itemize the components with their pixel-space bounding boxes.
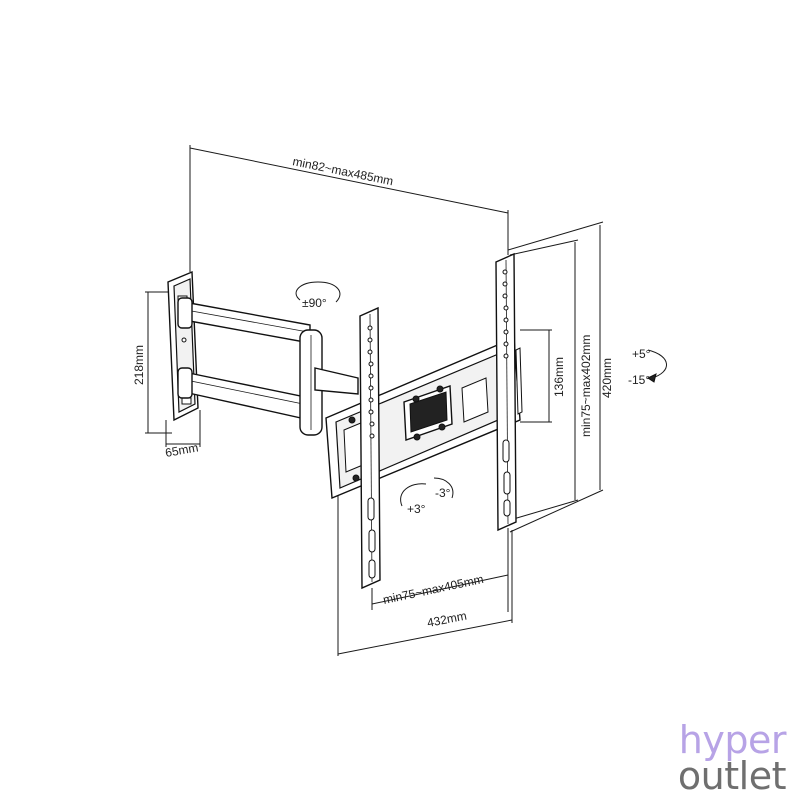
overall-height-label: 420mm [600, 358, 614, 398]
vertical-rails [359, 252, 517, 590]
tilt-down-label: -15° [628, 373, 650, 387]
right-rail-holes [502, 269, 511, 517]
left-rail-holes [367, 325, 376, 579]
rotation-indicators [295, 281, 667, 507]
swivel-label: ±90° [302, 296, 327, 310]
swivel-arms [177, 297, 359, 436]
overall-width-label: 432mm [426, 609, 468, 630]
brand-logo: hyper outlet [636, 718, 787, 798]
wall-plate-width-label: 65mm [164, 440, 199, 460]
tilt-up-label: +5° [632, 347, 651, 361]
vesa-vertical-label: min75~max402mm [579, 335, 593, 437]
brand-line-2: outlet [677, 754, 787, 798]
wall-plate-height-label: 218mm [132, 345, 146, 385]
arm-extension-label: min82~max485mm [291, 154, 394, 188]
vesa-horizontal-label: min75~max405mm [382, 572, 485, 607]
brand-line-1: hyper [678, 718, 787, 762]
tv-bracket [325, 336, 523, 500]
dimension-lines [145, 145, 604, 656]
rotate-plus-label: +3° [407, 502, 426, 516]
rotate-minus-label: -3° [435, 486, 451, 500]
bracket-height-label: 136mm [552, 357, 566, 397]
